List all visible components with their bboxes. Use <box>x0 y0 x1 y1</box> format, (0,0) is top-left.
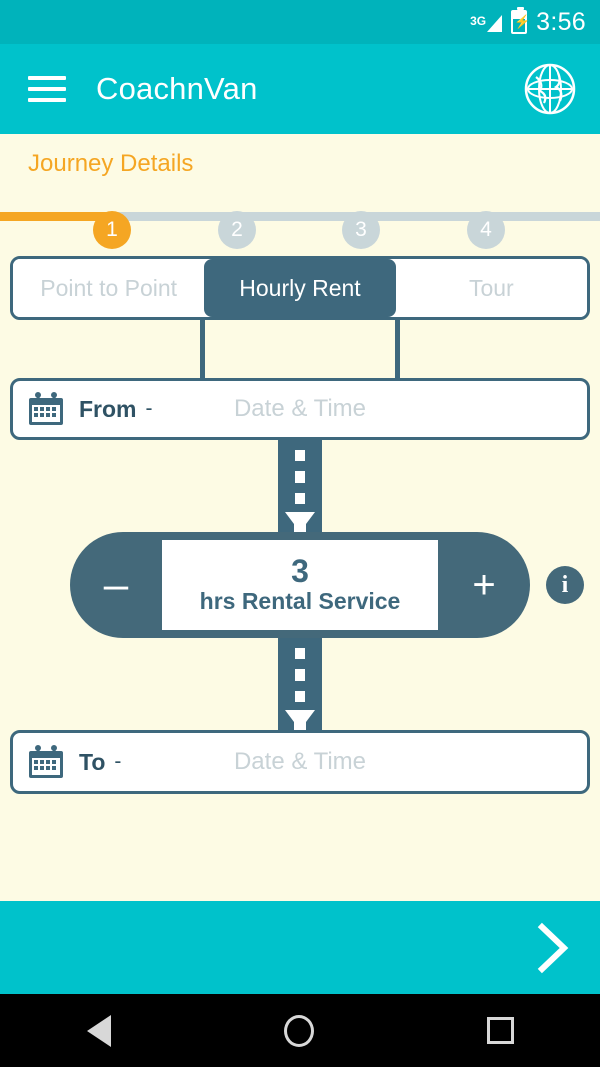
app-bar: CoachnVan <box>0 44 600 134</box>
stepper-track-completed <box>0 212 112 221</box>
signal-triangle <box>487 15 503 32</box>
hamburger-menu-icon[interactable] <box>28 76 66 102</box>
stepper-step-1[interactable]: 1 <box>93 211 131 249</box>
chevron-right-icon[interactable] <box>536 922 570 974</box>
connector-arrow-top <box>278 440 322 534</box>
square-recents-icon[interactable] <box>486 1017 514 1044</box>
rental-hours-display: 3 hrs Rental Service <box>162 540 438 630</box>
rental-hours-value: 3 <box>291 552 309 589</box>
tab-point-to-point[interactable]: Point to Point <box>13 259 205 317</box>
connector-dash <box>295 690 305 702</box>
circle-home-icon[interactable] <box>283 1014 314 1047</box>
connector-arrow-bottom <box>278 638 322 732</box>
from-label: From <box>79 395 137 422</box>
connector-dash <box>295 648 305 660</box>
from-datetime-field[interactable]: From - Date & Time <box>10 378 590 440</box>
status-bar: 3G 3:56 <box>0 0 600 44</box>
rental-hours-stepper: – 3 hrs Rental Service + i <box>0 532 600 638</box>
connector-arrow-head <box>285 709 315 732</box>
rental-hours-unit: hrs Rental Service <box>199 588 401 615</box>
connector-dash <box>295 669 305 681</box>
tab-hourly-rent[interactable]: Hourly Rent <box>204 259 396 317</box>
progress-stepper: 1 2 3 4 <box>0 186 600 249</box>
info-icon[interactable]: i <box>546 566 584 604</box>
tab-tour[interactable]: Tour <box>395 259 587 317</box>
globe-icon[interactable] <box>522 61 578 117</box>
connector-dash <box>295 492 305 504</box>
app-title: CoachnVan <box>96 71 258 106</box>
connector-dash <box>295 450 305 462</box>
triangle-back-icon[interactable] <box>86 1014 111 1047</box>
stepper-step-2[interactable]: 2 <box>218 211 256 249</box>
tab-connector-left <box>200 320 205 378</box>
status-clock: 3:56 <box>536 7 586 36</box>
decrement-hours-button[interactable]: – <box>103 560 129 609</box>
calendar-icon <box>29 745 63 778</box>
network-type-label: 3G <box>470 14 487 28</box>
tab-connector-right <box>395 320 400 378</box>
connector-arrow-head <box>285 511 315 534</box>
to-separator: - <box>114 750 122 773</box>
from-separator: - <box>145 397 153 420</box>
to-label: To <box>79 748 106 775</box>
next-step-bar[interactable] <box>0 901 600 994</box>
signal-bars-icon: 3G <box>470 10 503 34</box>
page-title: Journey Details <box>28 150 194 177</box>
stepper-step-4[interactable]: 4 <box>467 211 505 249</box>
stepper-step-3[interactable]: 3 <box>342 211 380 249</box>
increment-hours-button[interactable]: + <box>472 562 496 607</box>
connector-dash <box>295 471 305 483</box>
to-datetime-field[interactable]: To - Date & Time <box>10 730 590 794</box>
battery-charging-icon <box>511 6 530 34</box>
trip-type-tabs: Point to Point Hourly Rent Tour <box>10 256 590 378</box>
calendar-icon <box>29 392 63 425</box>
android-nav-bar <box>0 994 600 1067</box>
stepper-track <box>0 212 600 221</box>
